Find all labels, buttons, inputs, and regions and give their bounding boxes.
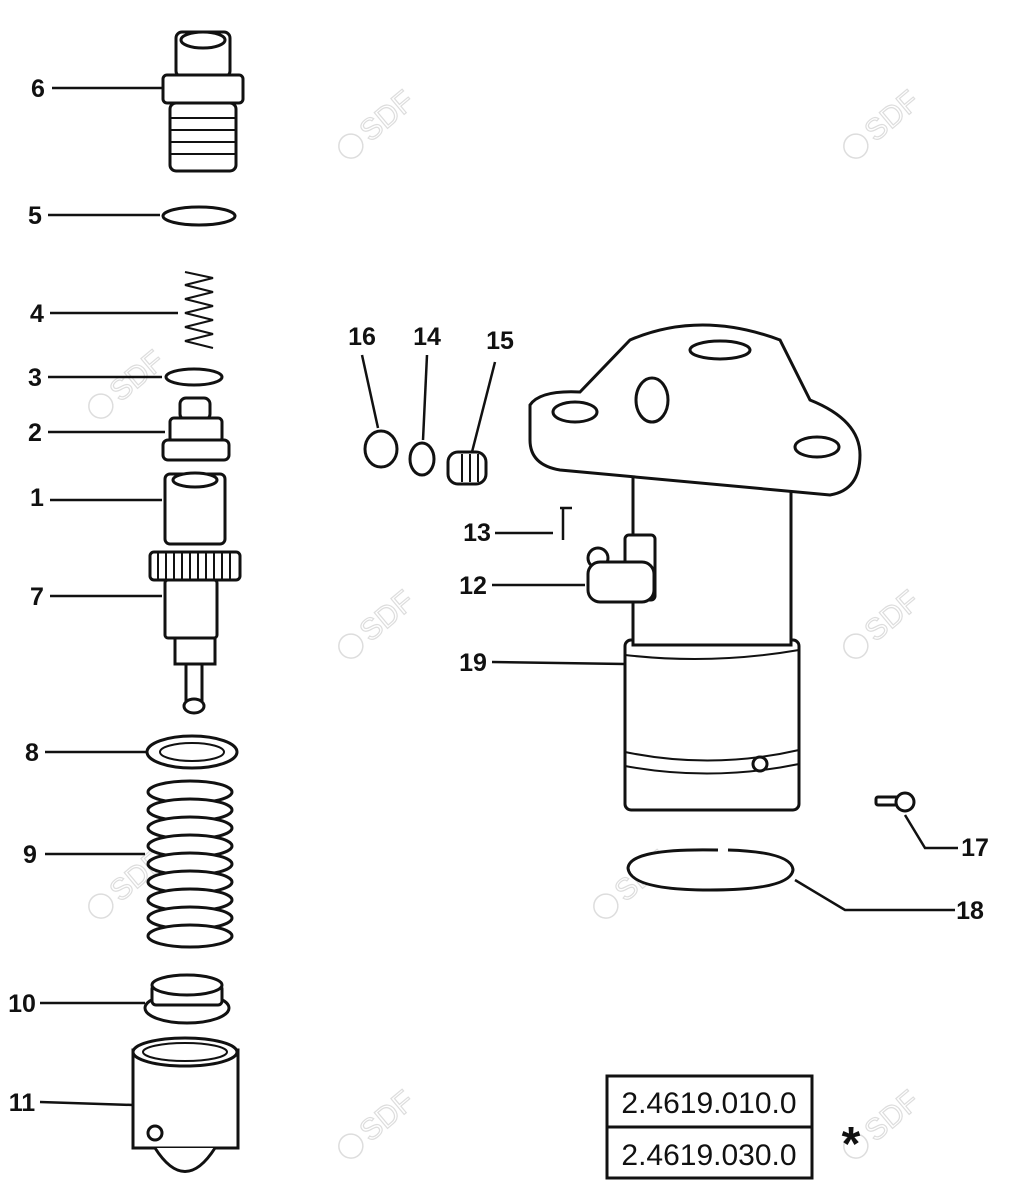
part-13-key [560, 506, 572, 540]
callout-15: 15 [486, 327, 514, 355]
spring-coil [146, 923, 234, 949]
callout-3: 3 [28, 364, 42, 392]
part-number-1: 2.4619.010.0 [621, 1087, 796, 1120]
callout-7: 7 [30, 583, 44, 611]
callout-12: 12 [459, 572, 487, 600]
asterisk-note: * [842, 1118, 861, 1171]
callout-4: 4 [30, 300, 44, 328]
callout-1: 1 [30, 484, 44, 512]
svg-text:SDF: SDF [354, 1084, 421, 1148]
leader-lines [39, 86, 958, 1107]
callout-5: 5 [28, 202, 42, 230]
part-18-circlip [626, 848, 795, 892]
part-number-2: 2.4619.030.0 [621, 1139, 796, 1172]
svg-text:SDF: SDF [354, 84, 421, 148]
part-17-screw [874, 791, 916, 813]
part-11-tappet [131, 1036, 240, 1173]
callout-6: 6 [31, 75, 45, 103]
callout-16: 16 [348, 323, 376, 351]
part-3-ring [164, 367, 224, 387]
callout-13: 13 [463, 519, 491, 547]
part-2-delivery-valve [161, 396, 231, 462]
part-19-pump-housing [528, 323, 862, 812]
part-16-plug [363, 429, 399, 469]
callout-11: 11 [9, 1089, 36, 1117]
part-9-plunger-spring [146, 779, 234, 949]
part-4-spring [184, 271, 214, 349]
part-number-box: 2.4619.010.0 2.4619.030.0 [605, 1074, 814, 1180]
callout-14: 14 [413, 323, 441, 351]
callout-2: 2 [28, 419, 42, 447]
part-15-screw [446, 450, 488, 486]
svg-text:SDF: SDF [354, 584, 421, 648]
part-1-barrel [163, 471, 227, 546]
part-10-spring-seat [143, 973, 231, 1025]
callout-9: 9 [23, 841, 37, 869]
part-14-o-ring [408, 441, 436, 477]
svg-text:SDF: SDF [859, 1084, 926, 1148]
part-5-washer [161, 205, 237, 227]
callout-18: 18 [956, 897, 984, 925]
svg-text:SDF: SDF [859, 584, 926, 648]
callout-8: 8 [25, 739, 39, 767]
part-6-valve-holder [161, 30, 245, 173]
part-12-pin [586, 546, 656, 604]
svg-text:SDF: SDF [859, 84, 926, 148]
callout-10: 10 [8, 990, 36, 1018]
part-7-control-sleeve [148, 550, 242, 715]
callout-19: 19 [459, 649, 487, 677]
part-8-spring-seat [145, 734, 239, 770]
callout-17: 17 [961, 834, 989, 862]
